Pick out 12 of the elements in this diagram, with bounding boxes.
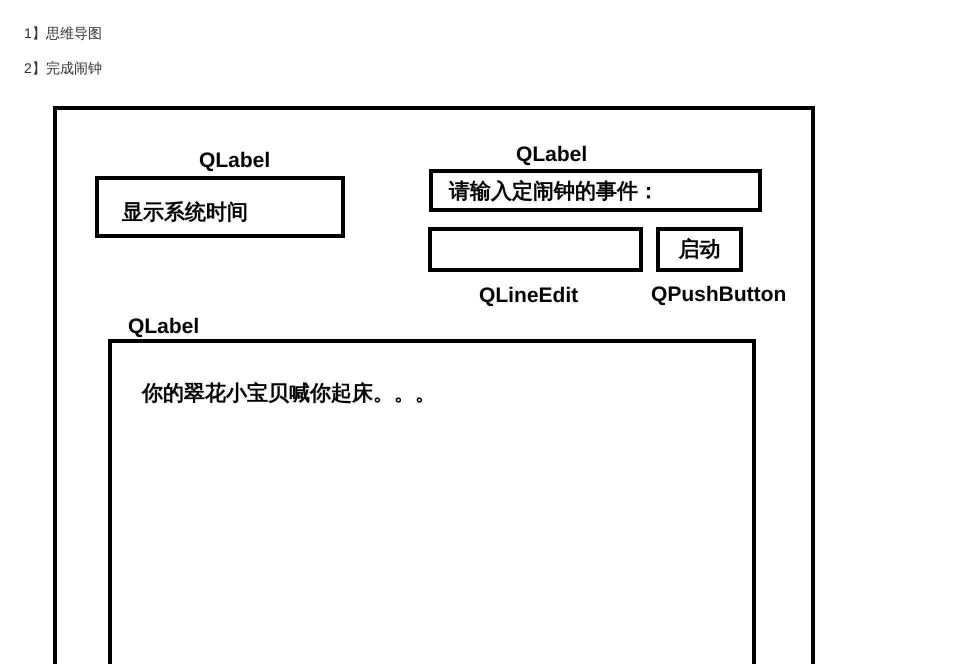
label-text: 显示系统时间: [122, 200, 248, 226]
start-button: 启动: [656, 227, 743, 272]
class-name-caption: QLabel: [199, 148, 270, 174]
label-text: 你的翠花小宝贝喊你起床。。。: [142, 381, 436, 407]
list-item-text: 2】完成闹钟: [24, 59, 102, 77]
class-name-caption: QLineEdit: [479, 283, 578, 309]
class-name-caption: QLabel: [128, 314, 200, 340]
list-item-text: 1】思维导图: [24, 24, 102, 42]
label-text: 请输入定闹钟的事件：: [449, 179, 659, 205]
class-name-caption: QPushButton: [651, 282, 786, 308]
class-name-caption: QLabel: [516, 142, 588, 168]
window-frame: [53, 106, 815, 664]
